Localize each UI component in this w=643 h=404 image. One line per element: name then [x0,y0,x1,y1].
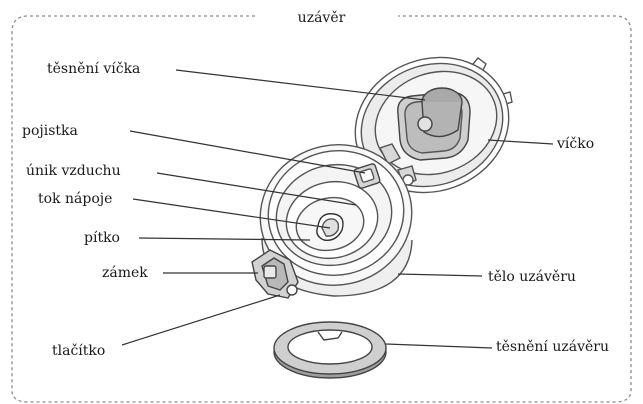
label-button: tlačítko [52,344,105,358]
label-lock: zámek [102,266,148,280]
label-cap-body: tělo uzávěru [488,270,576,284]
label-lid: víčko [557,137,594,151]
leader-cap-seal [386,344,492,348]
label-drink-flow: tok nápoje [38,192,112,206]
label-lid-seal: těsnění víčka [47,62,140,76]
leader-button [122,295,280,345]
label-safety-catch: pojistka [22,124,78,138]
label-spout: pítko [84,231,120,245]
leader-cap-body [398,274,482,276]
label-air-vent: únik vzduchu [26,164,121,178]
diagram-title: uzávěr [0,11,643,25]
label-cap-seal: těsnění uzávěru [496,340,609,354]
cap-seal-ring [274,322,386,378]
